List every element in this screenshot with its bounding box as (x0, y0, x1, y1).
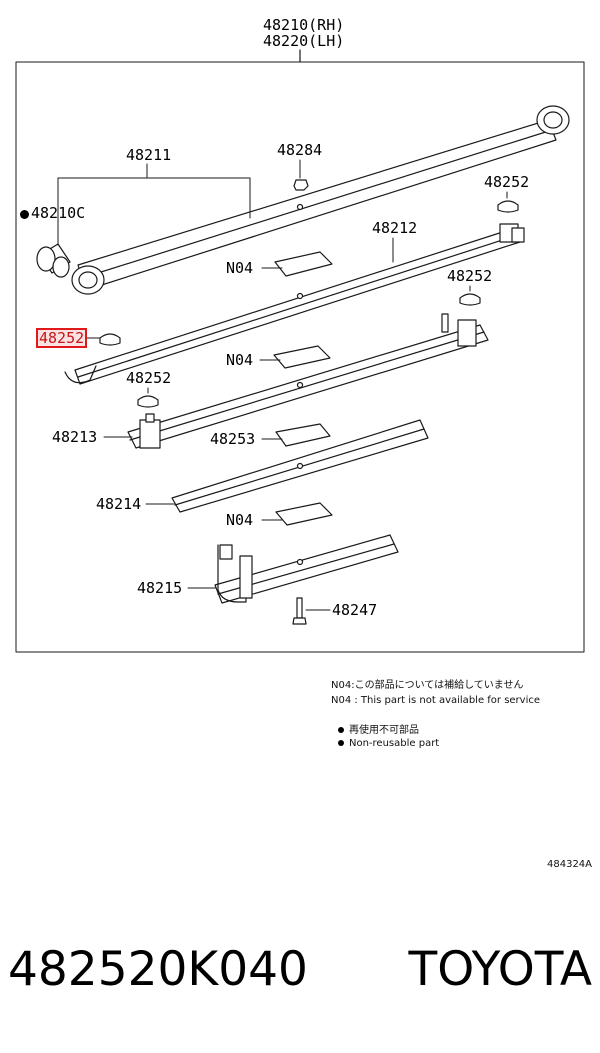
non-reusable-dot-icon (338, 740, 344, 746)
leaf-48215 (214, 534, 399, 604)
callout-48247[interactable]: 48247 (332, 601, 378, 619)
pad-48253 (275, 423, 331, 447)
callout-48211[interactable]: 48211 (126, 146, 172, 164)
callout-48210c-row[interactable]: 48210C (20, 205, 85, 221)
note-n04-japanese: N04:この部品については補給していません (331, 680, 524, 691)
pad-n04-b (273, 345, 331, 369)
non-reusable-dot-icon (338, 727, 344, 733)
cap-48252-c (137, 395, 159, 408)
note-nonreusable-english: Non-reusable part (349, 738, 440, 749)
callout-48253[interactable]: 48253 (210, 430, 256, 448)
cap-48252-a (497, 200, 519, 213)
cap-48252-hl (99, 333, 121, 346)
non-reusable-dot-icon (20, 210, 29, 219)
brand-name: TOYOTA (408, 942, 592, 997)
center-bolt-48247 (292, 597, 307, 625)
callout-48252-highlighted[interactable]: 48252 (36, 328, 88, 348)
assembly-label-rh: 48210(RH) (263, 16, 345, 34)
callout-n04-b[interactable]: N04 (226, 351, 254, 369)
callout-48252-c[interactable]: 48252 (126, 369, 172, 387)
assembly-label-lh: 48220(LH) (263, 32, 345, 50)
bushing-48210c (36, 243, 71, 278)
pad-n04-c (275, 502, 333, 526)
callout-48212[interactable]: 48212 (372, 219, 418, 237)
diagram-code: 484324A (547, 859, 593, 870)
cap-48252-b (459, 293, 481, 306)
part-number: 482520K040 (8, 942, 308, 997)
callout-n04-c[interactable]: N04 (226, 511, 254, 529)
callout-48213[interactable]: 48213 (52, 428, 98, 446)
callout-48252-a[interactable]: 48252 (484, 173, 530, 191)
main-leaf-48211 (71, 105, 570, 295)
leaf-48213 (127, 313, 489, 449)
callout-48214[interactable]: 48214 (96, 495, 142, 513)
note-nonreusable-japanese: 再使用不可部品 (349, 725, 419, 736)
footer: 482520K040 TOYOTA (8, 940, 592, 1000)
leaf-48214 (171, 419, 429, 513)
callout-48252-b[interactable]: 48252 (447, 267, 493, 285)
pad-n04-a (274, 251, 333, 277)
callout-n04-a[interactable]: N04 (226, 259, 254, 277)
callout-48215[interactable]: 48215 (137, 579, 183, 597)
leaf-48212 (64, 223, 525, 385)
note-nonreusable-japanese-row: 再使用不可部品 (338, 725, 419, 737)
callout-48210c[interactable]: 48210C (31, 204, 86, 222)
callout-48284[interactable]: 48284 (277, 141, 323, 159)
note-nonreusable-english-row: Non-reusable part (338, 738, 439, 750)
note-n04-english: N04 : This part is not available for ser… (331, 695, 541, 706)
bolt-48284 (293, 179, 309, 191)
